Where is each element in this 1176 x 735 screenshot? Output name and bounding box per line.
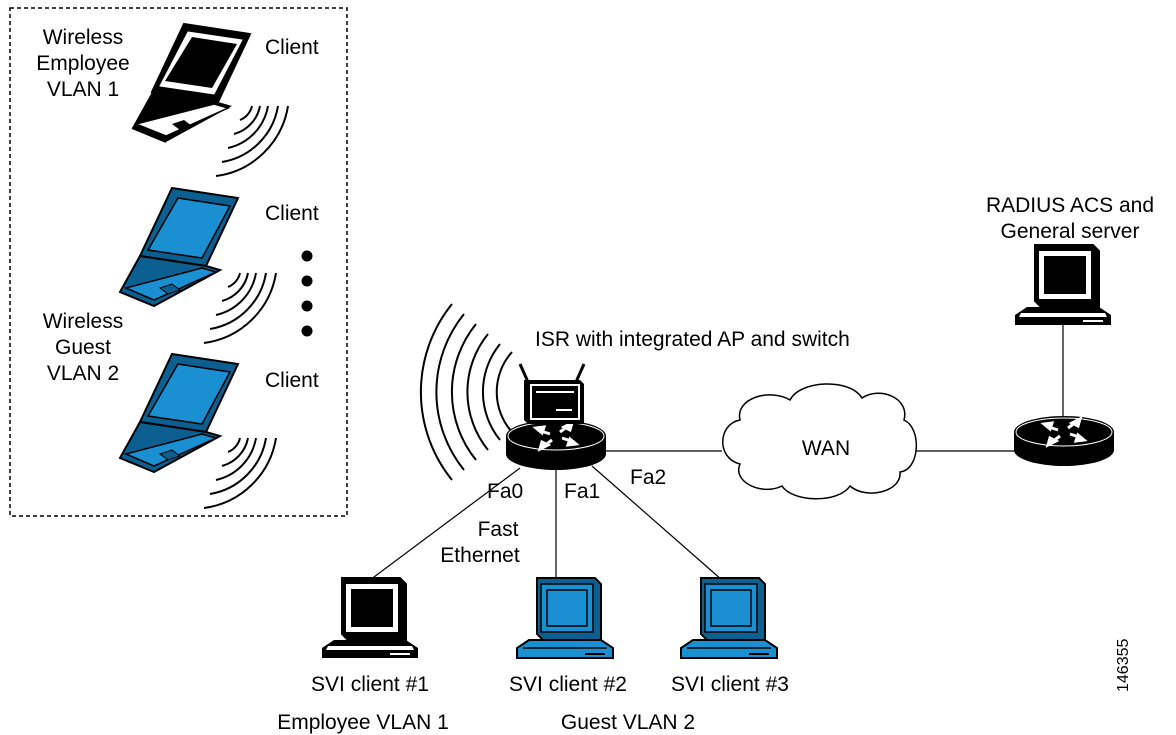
guest-vlan-label: Guest VLAN 2 (561, 711, 695, 734)
router-icon (504, 418, 608, 472)
desktop-pc-icon (680, 577, 778, 659)
cloud-icon (722, 383, 917, 500)
wireless-employee-label-2: Employee (36, 52, 129, 75)
fast-ethernet-label-2: Ethernet (440, 544, 520, 567)
port-fa1-label: Fa1 (564, 480, 600, 503)
wireless-signal-icon (203, 437, 277, 509)
svi-client-1-label: SVI client #1 (311, 673, 429, 696)
port-fa0-label: Fa0 (487, 480, 523, 503)
wan-label: WAN (802, 437, 850, 460)
connection-lines (369, 325, 1064, 581)
svi-client-2-label: SVI client #2 (509, 673, 627, 696)
client-label-3: Client (265, 369, 319, 392)
access-point-icon (518, 363, 586, 424)
wireless-employee-label-3: VLAN 1 (47, 78, 119, 101)
laptop-icon (119, 353, 239, 473)
wireless-guest-label-2: Guest (55, 336, 111, 359)
svi-client-3-label: SVI client #3 (671, 673, 789, 696)
port-fa2-label: Fa2 (630, 466, 666, 489)
wireless-group-box (9, 7, 348, 517)
laptop-icon (131, 23, 251, 143)
wireless-signal-icon (215, 105, 289, 177)
ellipsis-dots (301, 250, 313, 337)
desktop-pc-icon (516, 577, 614, 659)
wireless-signal-icon (419, 303, 513, 481)
wireless-employee-label-1: Wireless (43, 26, 124, 49)
isr-label: ISR with integrated AP and switch (535, 328, 850, 351)
laptop-icon (119, 187, 239, 307)
radius-label-1: RADIUS ACS and (986, 194, 1154, 217)
wireless-guest-label-3: VLAN 2 (47, 362, 119, 385)
router-icon (1012, 414, 1116, 468)
wireless-guest-label-1: Wireless (43, 310, 124, 333)
client-label-2: Client (265, 202, 319, 225)
employee-vlan-label: Employee VLAN 1 (277, 711, 449, 734)
radius-label-2: General server (1001, 220, 1140, 243)
client-label-1: Client (265, 36, 319, 59)
figure-id: 146355 (1115, 639, 1132, 692)
desktop-pc-icon (321, 577, 419, 659)
desktop-pc-icon (1014, 244, 1112, 326)
fast-ethernet-label-1: Fast (478, 518, 519, 541)
wireless-signal-icon (203, 272, 277, 344)
